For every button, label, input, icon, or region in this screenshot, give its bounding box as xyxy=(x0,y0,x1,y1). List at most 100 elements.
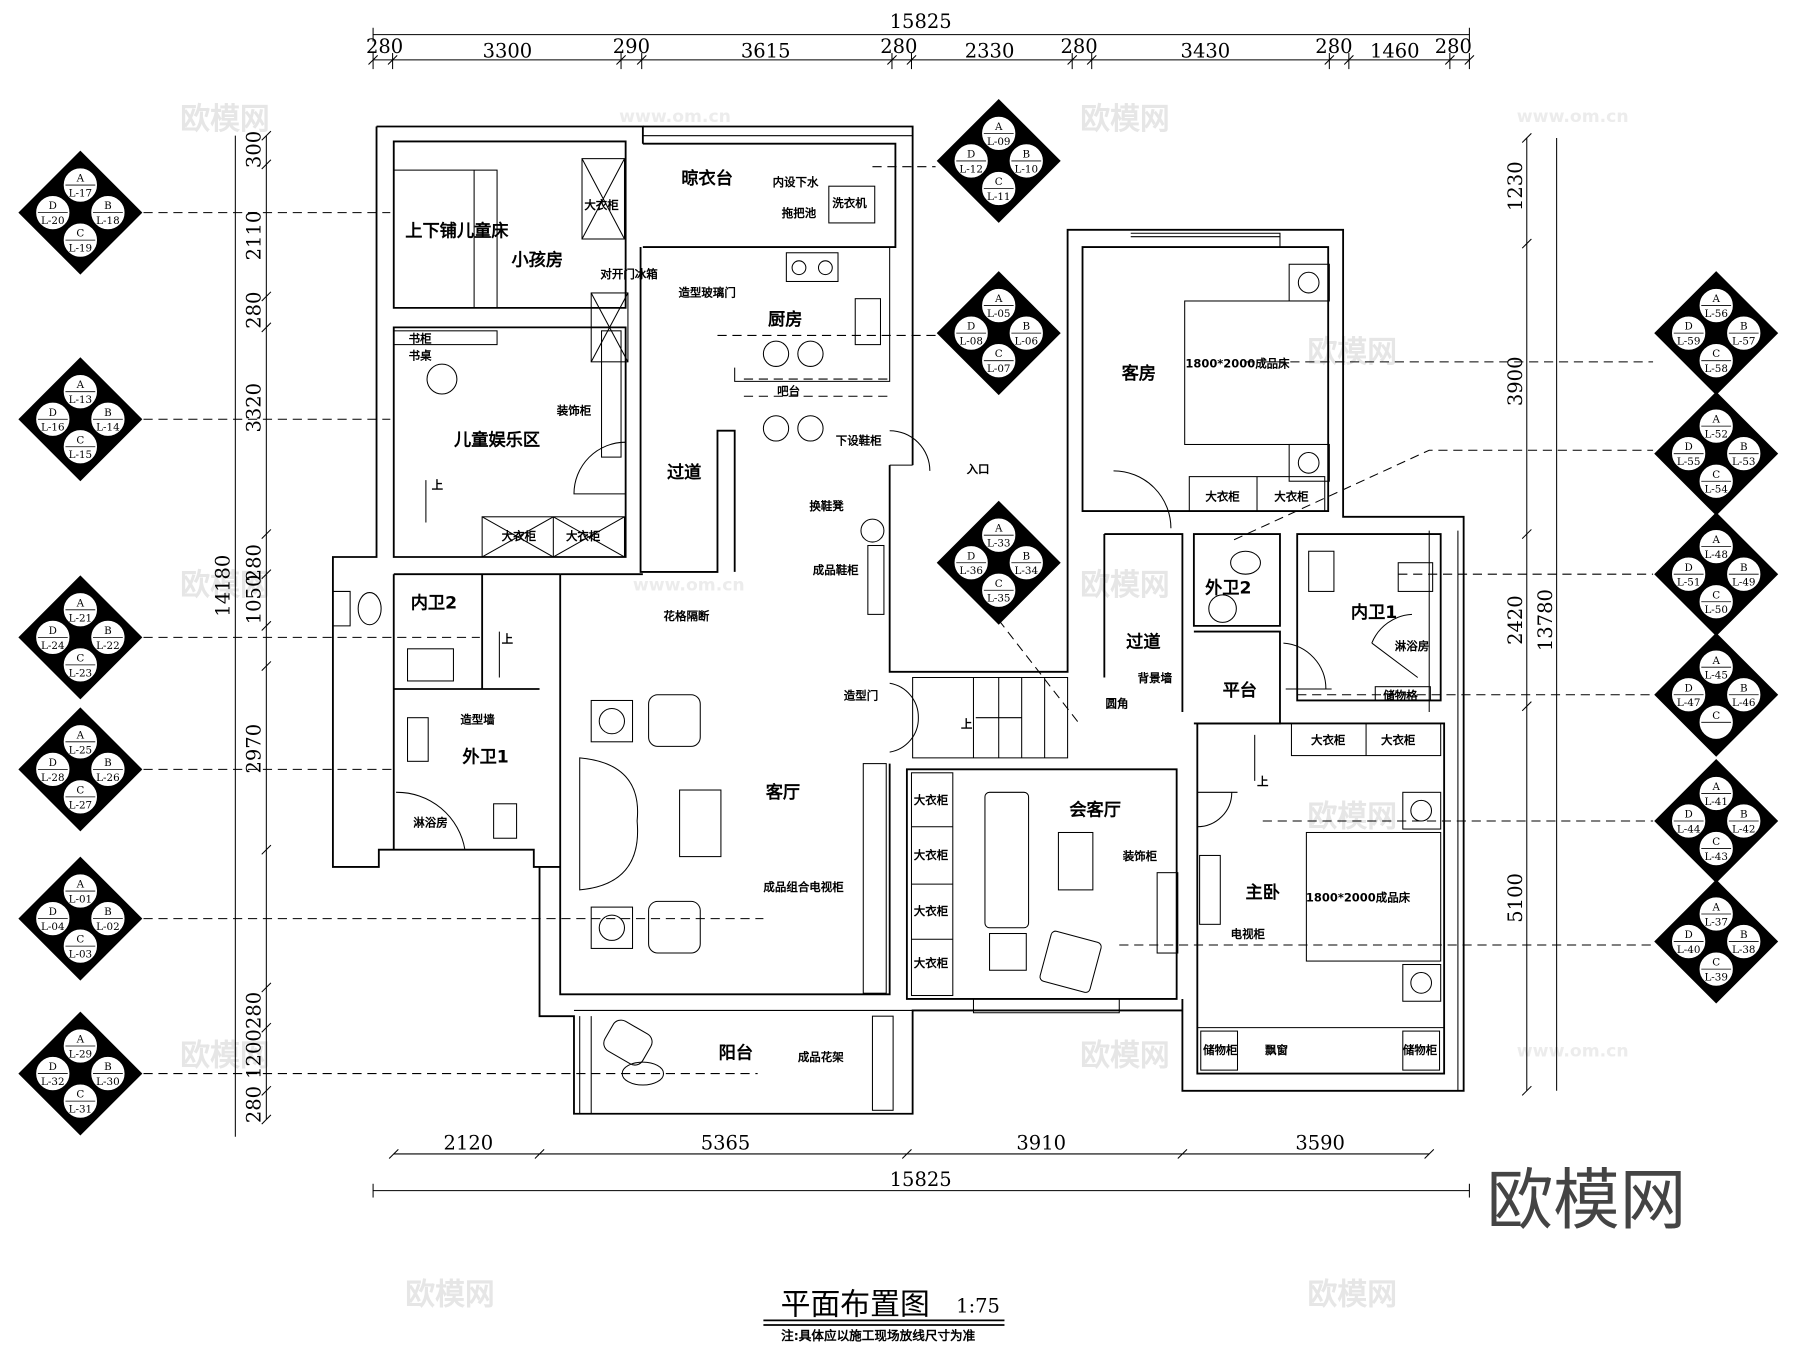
dim-top: 3300 xyxy=(483,40,533,63)
index-code: L-16 xyxy=(41,422,65,434)
armchair-icon xyxy=(648,694,701,747)
label-lattice-partition: 花格隔断 xyxy=(664,609,710,623)
label-wardrobe: 大衣柜 xyxy=(584,198,619,212)
index-code: L-46 xyxy=(1732,697,1756,709)
label-fridge: 对开门冰箱 xyxy=(600,267,658,281)
index-code: L-19 xyxy=(69,243,93,255)
index-letter: A xyxy=(1711,655,1720,667)
label-washer: 洗衣机 xyxy=(832,196,867,210)
index-code: L-38 xyxy=(1732,944,1756,956)
label-up: 上 xyxy=(1257,774,1269,788)
index-code: L-11 xyxy=(987,191,1011,203)
index-code: L-51 xyxy=(1677,577,1701,589)
index-code: L-27 xyxy=(69,799,93,811)
label-wardrobe: 大衣柜 xyxy=(566,529,601,543)
label-wardrobe: 大衣柜 xyxy=(914,793,949,807)
dim-bottom: 3590 xyxy=(1295,1131,1345,1154)
label-bunk-bed: 上下铺儿童床 xyxy=(405,221,509,242)
label-drying-balcony: 晾衣台 xyxy=(681,168,733,189)
dim-right: 5100 xyxy=(1504,873,1527,923)
dim-right: 2420 xyxy=(1504,595,1527,645)
walls xyxy=(331,125,1465,1115)
section-leader-lines xyxy=(143,166,1654,1075)
index-letter: D xyxy=(1685,321,1693,333)
index-letter: D xyxy=(49,1061,57,1073)
fridge-icon xyxy=(590,292,629,363)
flower-rack-icon xyxy=(871,1015,894,1111)
bed-icon xyxy=(1305,831,1442,962)
label-wardrobe: 大衣柜 xyxy=(502,529,537,543)
dim-top: 280 xyxy=(366,35,403,58)
label-reception: 会客厅 xyxy=(1069,799,1121,820)
dim-right-total: 13780 xyxy=(1534,589,1557,651)
dim-left: 280 xyxy=(243,992,266,1029)
dim-top: 1460 xyxy=(1370,40,1420,63)
index-code: L-42 xyxy=(1732,823,1756,835)
label-drain: 内设下水 xyxy=(773,175,819,189)
dim-left: 2970 xyxy=(243,724,266,774)
deco-cabinet-icon xyxy=(601,330,622,458)
watermark-url: www.om.cn xyxy=(633,575,745,595)
washbasin-icon xyxy=(407,648,454,682)
label-tv-cabinet-combo: 成品组合电视柜 xyxy=(763,880,844,894)
label-bookcase: 书柜 xyxy=(409,331,432,345)
index-letter: C xyxy=(1712,469,1720,481)
index-letter: C xyxy=(76,434,84,446)
dim-left: 1200 xyxy=(243,1029,266,1079)
watermark: 欧模网 xyxy=(180,102,269,137)
wardrobe-icon xyxy=(581,158,626,240)
index-code: L-28 xyxy=(41,772,65,784)
index-letter: B xyxy=(104,1061,112,1073)
index-letter: A xyxy=(1711,534,1720,546)
watermark: 欧模网 xyxy=(180,1039,269,1074)
index-letter: C xyxy=(76,652,84,664)
index-code: L-22 xyxy=(96,640,120,652)
index-code: L-35 xyxy=(987,593,1011,605)
index-letter: D xyxy=(49,757,57,769)
dim-left: 300 xyxy=(243,131,266,168)
tv-cabinet-icon xyxy=(1199,854,1221,925)
dim-left: 3320 xyxy=(243,383,266,433)
watermark: 欧模网 xyxy=(1308,1277,1397,1312)
index-code: L-20 xyxy=(41,215,65,227)
label-shower: 淋浴房 xyxy=(413,816,447,830)
watermark: 欧模网 xyxy=(405,1277,494,1312)
label-feature-wall: 造型墙 xyxy=(460,712,495,726)
index-code: L-30 xyxy=(96,1076,120,1088)
index-code: L-55 xyxy=(1677,456,1701,468)
index-letter: D xyxy=(1685,562,1693,574)
label-storage-cabinet: 储物柜 xyxy=(1203,1043,1238,1057)
washer-icon xyxy=(828,185,876,224)
label-shoe-bench: 换鞋凳 xyxy=(809,499,844,513)
label-flower-rack: 成品花架 xyxy=(798,1050,844,1064)
label-wardrobe: 大衣柜 xyxy=(914,956,949,970)
dim-left: 2110 xyxy=(243,211,266,261)
coffee-table-icon xyxy=(679,789,722,858)
coffee-table-icon xyxy=(1057,831,1094,891)
index-letter: D xyxy=(49,625,57,637)
index-letter: A xyxy=(76,879,85,891)
watermark: 欧模网 xyxy=(1080,568,1169,603)
index-code: L-13 xyxy=(69,394,93,406)
label-shoe-cabinet-under: 下设鞋柜 xyxy=(836,433,882,447)
index-code: L-29 xyxy=(69,1048,93,1060)
index-letter: B xyxy=(104,407,112,419)
drawing-scale: 1:75 xyxy=(956,1294,1000,1317)
label-kitchen: 厨房 xyxy=(768,309,802,330)
sofa-icon xyxy=(579,757,639,891)
index-letter: D xyxy=(1685,809,1693,821)
label-up: 上 xyxy=(502,632,514,646)
dim-left: 1050 xyxy=(243,575,266,625)
title-block: 平面布置图 1:75 注:具体应以施工现场放线尺寸为准 xyxy=(763,1288,1005,1343)
label-guest-room: 客房 xyxy=(1121,363,1156,384)
label-inner-bath-2: 内卫2 xyxy=(411,593,457,614)
index-code: L-36 xyxy=(959,565,982,577)
label-shower: 淋浴房 xyxy=(1395,639,1429,653)
watermark: 欧模网 xyxy=(1308,800,1397,835)
index-letter: C xyxy=(76,228,84,240)
